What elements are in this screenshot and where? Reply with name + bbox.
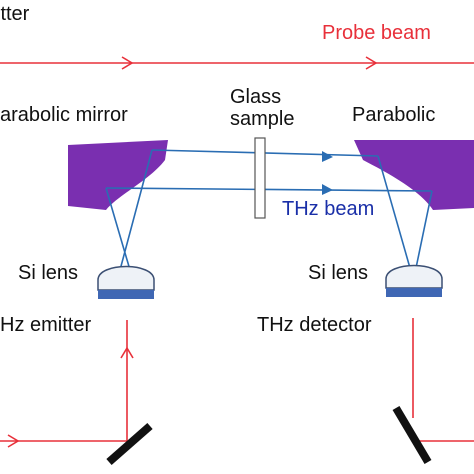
flat-mirror-right — [392, 405, 432, 465]
probe-beam-label: Probe beam — [322, 22, 431, 44]
thz-beam-left-inner — [119, 149, 153, 271]
parabolic-mirror-left — [68, 140, 168, 210]
emitter-label-top-left: itter — [0, 3, 30, 25]
thz-beam-right-outer — [415, 190, 433, 269]
si-lens-right — [385, 264, 443, 297]
thz-beam-left-outer — [105, 187, 131, 271]
glass-sample-plate — [254, 137, 266, 219]
si-lens-right-label: Si lens — [308, 262, 369, 284]
thz-arrow-upper — [322, 151, 333, 162]
probe-beam-arrow-bottom — [7, 434, 20, 448]
flat-mirror-left — [106, 422, 153, 466]
si-lens-right-dome — [385, 264, 443, 289]
thz-detector-label: THz detector — [257, 314, 372, 336]
parabolic-mirror-right — [354, 140, 474, 210]
si-lens-left-label: Si lens — [18, 262, 79, 284]
thz-beam-paths — [105, 149, 433, 271]
probe-beam-arrow-top-right — [365, 56, 378, 70]
si-lens-left-base — [98, 290, 154, 299]
glass-sample-label: Glass sample — [230, 86, 295, 130]
thz-beam-lower — [105, 187, 433, 192]
thz-emitter-label: Hz emitter — [0, 314, 92, 336]
si-lens-left-dome — [97, 265, 155, 291]
probe-beam-arrow-left-up — [120, 346, 134, 359]
si-lens-left — [97, 265, 155, 299]
thz-arrow-lower — [322, 184, 333, 195]
thz-beam-right-inner — [377, 155, 411, 269]
si-lens-right-base — [386, 288, 442, 297]
parabolic-mirror-left-label: arabolic mirror — [0, 104, 128, 126]
probe-beam-paths — [0, 56, 474, 448]
thz-beam-label: THz beam — [282, 198, 375, 220]
parabolic-mirror-right-label: Parabolic — [352, 104, 436, 126]
probe-beam-arrow-top-left — [121, 56, 134, 70]
